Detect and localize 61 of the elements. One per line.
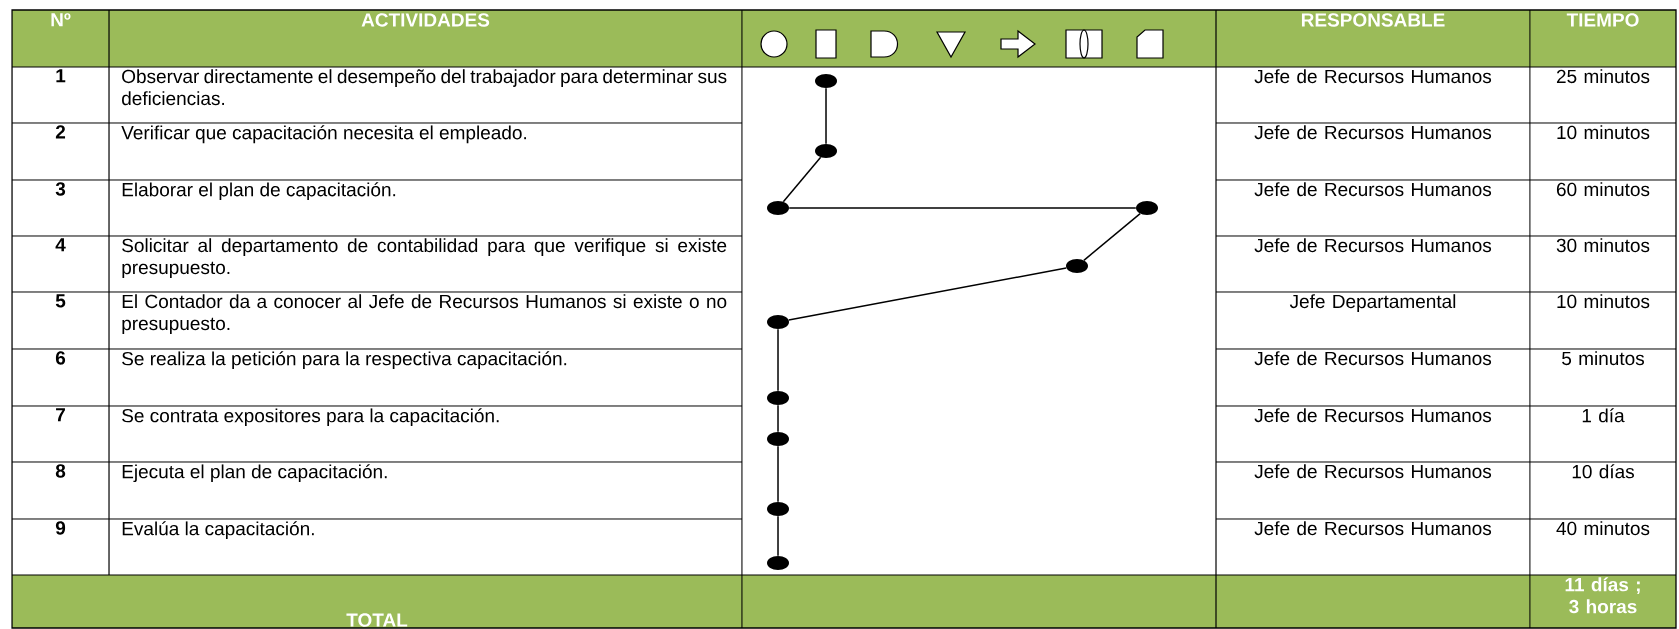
responsible-text: Jefe de Recursos Humanos xyxy=(1254,69,1492,84)
responsible-text: Jefe de Recursos Humanos xyxy=(1254,521,1492,536)
activity-text: Elaborar el plan de capacitación. xyxy=(122,182,396,201)
time-text: 1 día xyxy=(1582,408,1625,423)
responsible-text: Jefe Departamental xyxy=(1289,294,1456,312)
time-text: 10 minutos xyxy=(1557,125,1650,140)
flow-dot xyxy=(767,201,789,215)
responsible-text: Jefe de Recursos Humanos xyxy=(1254,351,1492,366)
flow-line xyxy=(788,207,1137,209)
total-time: 11 días ; 3 horas xyxy=(1565,577,1640,614)
flow-line xyxy=(825,87,827,145)
activity-text: Evalúa la capacitación. xyxy=(122,521,314,540)
flow-dot xyxy=(1136,201,1158,215)
flow-line xyxy=(777,328,779,392)
column-header: RESPONSABLE xyxy=(1301,13,1445,27)
row-number: 5 xyxy=(55,294,66,308)
flow-line xyxy=(1083,212,1141,262)
total-label: TOTAL xyxy=(346,613,408,627)
activity-text: El Contador da a conocer al Jefe de Recursos Humanos si existe o no presupuesto. xyxy=(122,294,727,334)
row-number: 1 xyxy=(56,69,66,83)
flow-line xyxy=(777,445,779,503)
time-text: 40 minutos xyxy=(1556,521,1650,536)
flow-line xyxy=(788,267,1067,321)
column-header: Nº xyxy=(51,13,71,27)
activity-text: Solicitar al departamento de contabilidad para que verifique si existe presupuesto. xyxy=(122,238,727,278)
activity-text: Ejecuta el plan de capacitación. xyxy=(122,464,387,483)
row-number: 2 xyxy=(55,125,66,139)
time-text: 10 días xyxy=(1572,464,1634,479)
time-text: 60 minutos xyxy=(1556,182,1650,197)
time-text: 5 minutos xyxy=(1562,351,1644,366)
flow-dot xyxy=(767,391,789,405)
time-text: 30 minutos xyxy=(1556,238,1650,253)
responsible-text: Jefe de Recursos Humanos xyxy=(1254,464,1492,479)
flow-dot xyxy=(1066,259,1088,273)
activity-text: Se realiza la petición para la respectiva capacitación. xyxy=(122,351,567,370)
row-number: 9 xyxy=(55,521,66,535)
responsible-text: Jefe de Recursos Humanos xyxy=(1254,125,1492,140)
time-text: 25 minutos xyxy=(1556,69,1650,84)
activity-text: Observar directamente el desempeño del trabajador para determinar sus deficiencias. xyxy=(122,69,727,106)
flow-line xyxy=(777,515,779,557)
flow-dot xyxy=(767,556,789,570)
flow-dot xyxy=(767,315,789,329)
flow-dot xyxy=(815,144,837,158)
responsible-text: Jefe de Recursos Humanos xyxy=(1254,182,1492,197)
row-number: 4 xyxy=(55,238,66,252)
flow-dot xyxy=(767,432,789,446)
time-text: 10 minutos xyxy=(1557,294,1650,309)
activity-text: Se contrata expositores para la capacitación. xyxy=(122,408,499,427)
column-header: ACTIVIDADES xyxy=(361,13,490,27)
responsible-text: Jefe de Recursos Humanos xyxy=(1254,408,1492,423)
activity-text: Verificar que capacitación necesita el empleado. xyxy=(121,125,526,144)
column-header: TIEMPO xyxy=(1566,13,1639,27)
flow-dot xyxy=(767,502,789,516)
row-number: 7 xyxy=(56,408,65,422)
row-number: 3 xyxy=(55,182,66,196)
flow-line xyxy=(782,156,822,203)
flow-dot xyxy=(815,74,837,88)
row-number: 6 xyxy=(55,351,66,365)
responsible-text: Jefe de Recursos Humanos xyxy=(1254,238,1492,253)
flow-line xyxy=(777,404,779,433)
row-number: 8 xyxy=(55,464,66,478)
